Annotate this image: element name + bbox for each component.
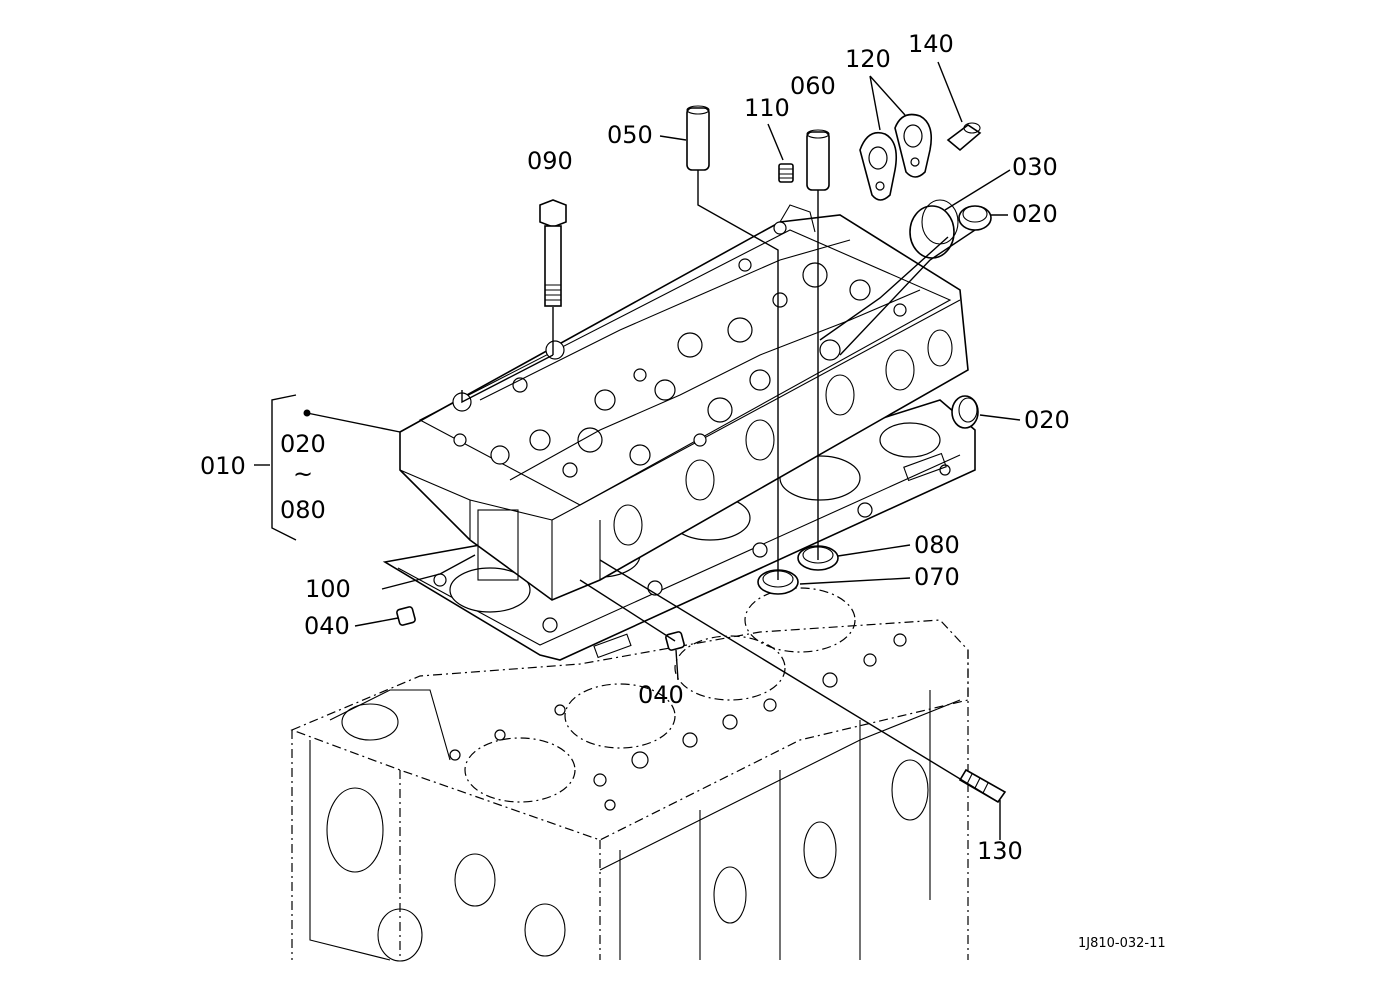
callout-060: 060: [790, 72, 836, 100]
valve-guide-illustration-2: [806, 129, 830, 191]
plug-bolt-illustration: [946, 122, 982, 152]
callout-010-range-end: 080: [280, 496, 326, 524]
callout-040-center: 040: [638, 681, 684, 709]
plug-illustration-upper: [958, 205, 992, 231]
callout-labels: 010 020 ~ 080 020 020 030 040 040 050 06…: [200, 30, 1166, 951]
callout-020-upper: 020: [1012, 200, 1058, 228]
engine-hanger-illustration: [859, 113, 933, 201]
callout-010-range-separator: ~: [293, 460, 313, 488]
head-bolt-illustration: [539, 199, 567, 307]
leader-lines: [254, 61, 1021, 840]
engine-block-illustration: [290, 587, 969, 962]
callout-050: 050: [607, 121, 653, 149]
plug-illustration-lower: [951, 395, 979, 429]
callout-020-lower: 020: [1024, 406, 1070, 434]
plug-illustration: [778, 163, 794, 183]
callout-120: 120: [845, 45, 891, 73]
callout-100: 100: [305, 575, 351, 603]
callout-030: 030: [1012, 153, 1058, 181]
cylinder-head-illustration: [303, 204, 969, 601]
callout-110: 110: [744, 94, 790, 122]
callout-130: 130: [977, 837, 1023, 865]
callout-010: 010: [200, 452, 246, 480]
callout-010-range-start: 020: [280, 430, 326, 458]
callout-080: 080: [914, 531, 960, 559]
callout-140: 140: [908, 30, 954, 58]
callout-090: 090: [527, 147, 573, 175]
callout-070: 070: [914, 563, 960, 591]
drawing-number: 1J810-032-11: [1078, 936, 1166, 951]
stud-bolt-illustration: [958, 768, 1007, 804]
callout-040-left: 040: [304, 612, 350, 640]
valve-guide-illustration: [686, 105, 710, 171]
